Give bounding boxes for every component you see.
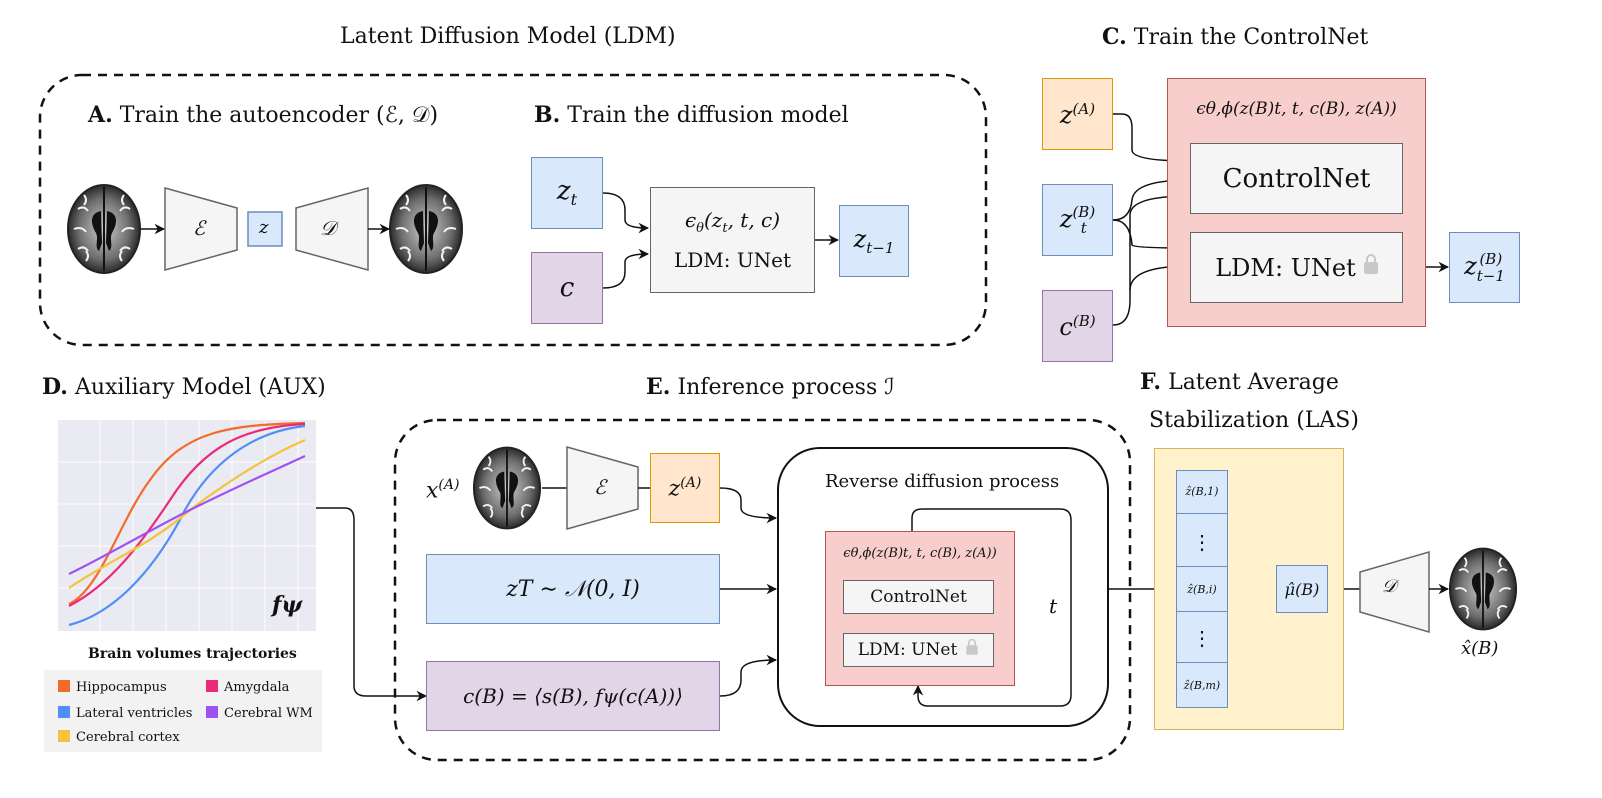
- trajectory-chart: [58, 420, 316, 631]
- latent-z-box: [247, 211, 283, 247]
- input-brain-image: [67, 184, 141, 274]
- encoder-shape-e: [566, 446, 639, 530]
- arrow-cB-to-controlnet: [1112, 190, 1192, 326]
- arrow-zt-to-unet: [602, 192, 650, 234]
- iteration-loop-arrow: [911, 508, 1072, 707]
- inference-input-brain: [472, 446, 542, 530]
- decoder-shape: [295, 187, 369, 271]
- arrow-aux-to-condition: [316, 507, 428, 702]
- arrow-zA-to-controlnet: [1113, 113, 1192, 167]
- arrow-zm-to-mu: [1227, 583, 1276, 685]
- decoder-shape-f: [1359, 551, 1430, 633]
- reverse-diffusion-box: [777, 447, 1109, 727]
- arrow-zB-to-unet: [1112, 219, 1192, 254]
- output-brain-image: [389, 184, 463, 274]
- ldm-group-border: [38, 73, 988, 347]
- output-brain-f: [1448, 547, 1518, 631]
- arrow-zA-to-reverse: [719, 487, 778, 524]
- inference-group-border: [393, 418, 1132, 762]
- arrow-cB-to-reverse: [719, 654, 778, 697]
- arrow-cB-to-unet: [1129, 260, 1192, 291]
- arrow-zB-to-controlnet: [1112, 174, 1192, 221]
- arrow-z1-to-mu: [1227, 489, 1276, 595]
- zero-conv-connections-c: [1240, 214, 1354, 236]
- arrow-c-to-unet: [602, 248, 650, 289]
- encoder-shape: [164, 187, 238, 271]
